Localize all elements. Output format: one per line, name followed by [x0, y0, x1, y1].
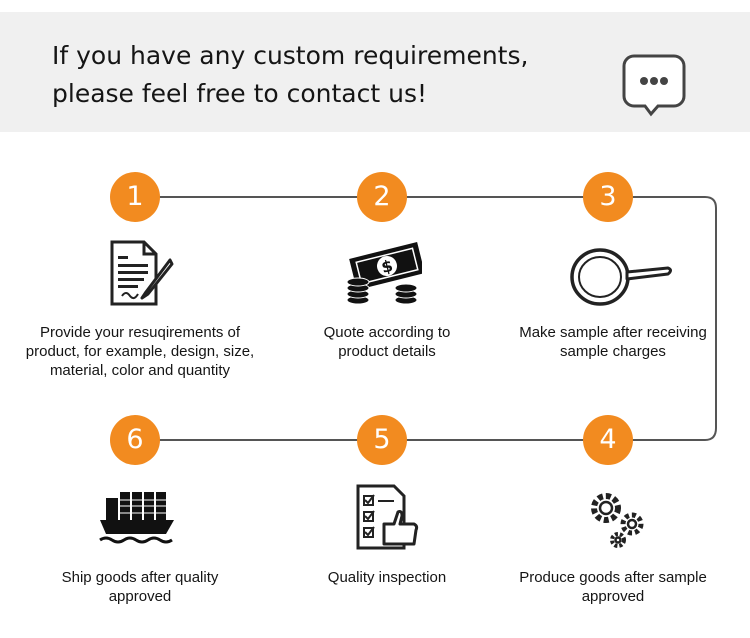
frying-pan-icon [570, 248, 672, 306]
step-6-number-badge: 6 [110, 415, 160, 465]
header-title: If you have any custom requirements, ple… [52, 37, 528, 113]
step-1-label: Provide your resuqirements of product, f… [25, 324, 255, 379]
step-2-label: Quote according to product details [323, 324, 451, 360]
step-1-number-badge: 1 [110, 172, 160, 222]
header-title-line-2: please feel free to contact us! [52, 79, 427, 108]
header-banner: If you have any custom requirements, ple… [0, 12, 750, 132]
gears-icon [591, 493, 644, 548]
chat-bubble-icon[interactable] [620, 50, 688, 118]
header-title-line-1: If you have any custom requirements, [52, 41, 529, 70]
step-2-number-badge: 2 [357, 172, 407, 222]
step-5-label: Quality inspection [327, 569, 447, 586]
step-4-number-badge: 4 [583, 415, 633, 465]
money-coins-icon: $ [346, 242, 422, 305]
step-3-label: Make sample after receiving sample charg… [519, 324, 707, 360]
cargo-ship-icon [99, 492, 174, 544]
step-3-number-badge: 3 [583, 172, 633, 222]
contract-document-icon [110, 240, 174, 306]
step-6-label: Ship goods after quality approved [61, 569, 219, 605]
svg-text:$: $ [379, 256, 394, 277]
step-5-number-badge: 5 [357, 415, 407, 465]
quality-checklist-icon [356, 484, 419, 550]
step-4-label: Produce goods after sample approved [519, 569, 707, 605]
